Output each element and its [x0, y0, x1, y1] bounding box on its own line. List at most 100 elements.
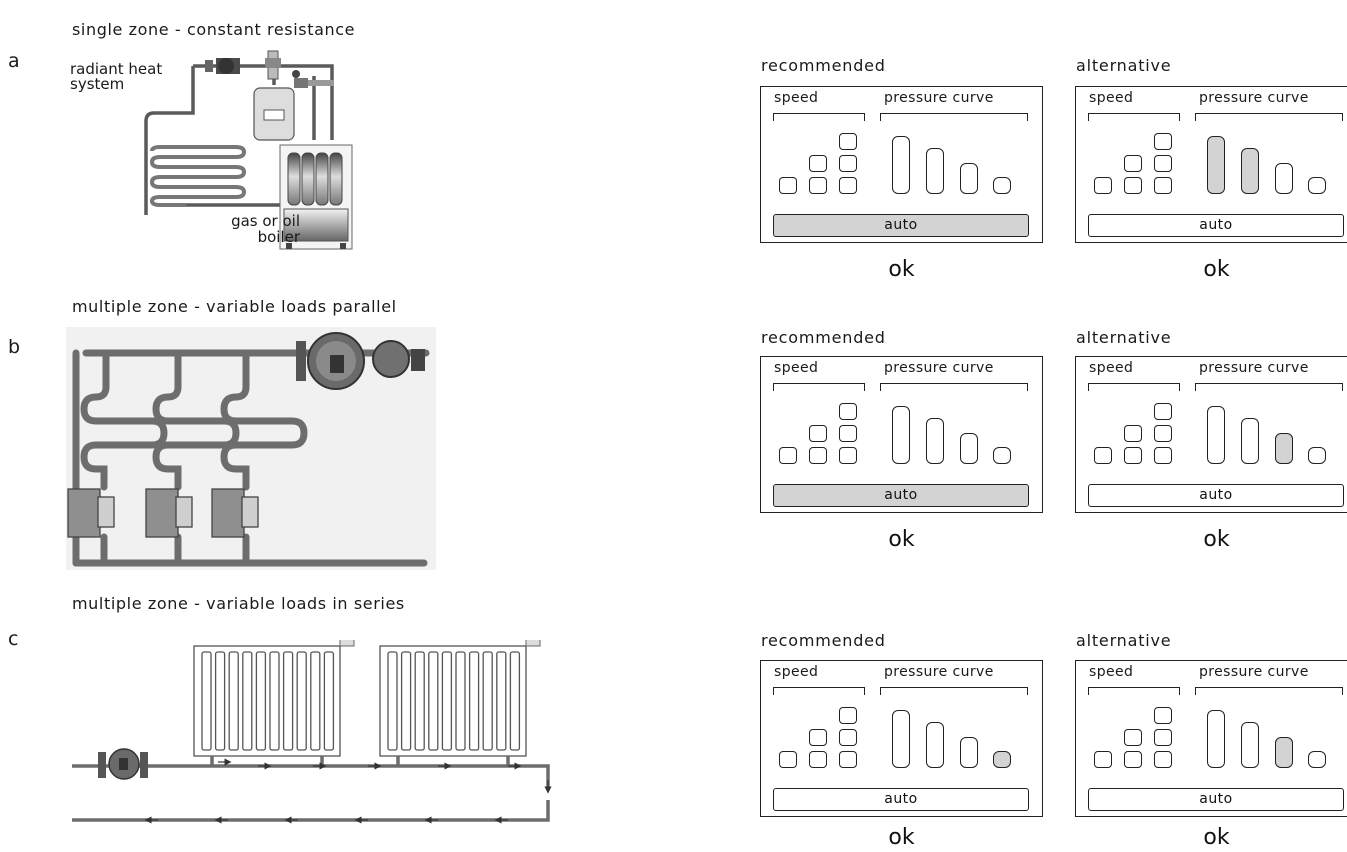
speed-indicator — [839, 447, 857, 464]
auto-mode-indicator: auto — [773, 788, 1029, 811]
row-a-alternative-heading: alternative — [1076, 56, 1172, 75]
radiator-fin — [323, 651, 335, 751]
speed-indicator — [1154, 751, 1172, 768]
pressure-curve-indicator — [1207, 136, 1225, 194]
pressure-curve-indicator — [1308, 177, 1326, 194]
speed-indicator — [1124, 155, 1142, 172]
speed-indicator — [1154, 155, 1172, 172]
speed-bracket — [773, 383, 865, 391]
radiator-fin — [269, 651, 280, 751]
ok-label: ok — [888, 825, 915, 850]
speed-bracket — [1088, 383, 1180, 391]
radiator-fin — [400, 651, 412, 751]
pressure-curve-indicator — [892, 406, 910, 464]
expansion-tank-icon — [253, 87, 295, 141]
parallel-zone-diagram — [66, 327, 436, 570]
auto-mode-indicator: auto — [1088, 214, 1344, 237]
pressure-curve-indicator — [1241, 148, 1259, 194]
pressure-curve-indicator — [926, 148, 944, 194]
speed-indicator — [809, 155, 827, 172]
row-c-title: multiple zone - variable loads in series — [72, 594, 405, 613]
row-c-letter: c — [8, 628, 19, 650]
speed-indicator — [839, 707, 857, 724]
speed-label: speed — [774, 360, 819, 376]
speed-indicator — [1154, 729, 1172, 746]
radiator-fin — [455, 651, 466, 751]
pressure-curve-indicator — [1275, 433, 1293, 464]
radiator-fin — [441, 651, 453, 751]
radiant-system-label: radiant heat system — [70, 60, 163, 93]
pressure-curve-indicator — [926, 418, 944, 464]
pressure-curve-indicator — [892, 136, 910, 194]
pressure-curve-label: pressure curve — [1199, 664, 1309, 680]
radiator-fin — [482, 651, 493, 751]
row-b-letter: b — [8, 336, 21, 358]
row-b-title: multiple zone - variable loads parallel — [72, 297, 397, 316]
speed-indicator — [1154, 177, 1172, 194]
speed-label: speed — [1089, 360, 1134, 376]
speed-indicator — [1094, 177, 1112, 194]
pressure-curve-bracket — [1195, 687, 1343, 695]
pressure-curve-indicator — [1207, 710, 1225, 768]
speed-indicator — [839, 403, 857, 420]
pressure-curve-indicator — [993, 177, 1011, 194]
pressure-curve-bracket — [880, 687, 1028, 695]
radiator-fin — [414, 651, 425, 751]
single-zone-diagram — [144, 50, 353, 250]
speed-indicator — [779, 751, 797, 768]
ok-label: ok — [1203, 825, 1230, 850]
pressure-curve-indicator — [1275, 737, 1293, 768]
radiator-fin — [228, 651, 239, 751]
speed-label: speed — [1089, 664, 1134, 680]
speed-indicator — [1124, 177, 1142, 194]
radiator-fin — [296, 651, 307, 751]
speed-indicator — [839, 425, 857, 442]
speed-indicator — [779, 447, 797, 464]
speed-indicator — [1124, 425, 1142, 442]
row-c-alternative-heading: alternative — [1076, 631, 1172, 650]
speed-indicator — [839, 177, 857, 194]
speed-indicator — [1154, 425, 1172, 442]
pump-icon — [296, 332, 425, 390]
speed-indicator — [809, 729, 827, 746]
speed-indicator — [809, 447, 827, 464]
pressure-curve-indicator — [960, 737, 978, 768]
row-b-alternative-heading: alternative — [1076, 328, 1172, 347]
auto-mode-indicator: auto — [1088, 484, 1344, 507]
speed-indicator — [1124, 751, 1142, 768]
radiator-fin — [282, 651, 294, 751]
speed-indicator — [809, 425, 827, 442]
speed-indicator — [1154, 447, 1172, 464]
speed-bracket — [773, 687, 865, 695]
pressure-curve-indicator — [1308, 447, 1326, 464]
row-c-recommended-heading: recommended — [761, 631, 886, 650]
speed-label: speed — [774, 664, 819, 680]
auto-mode-indicator: auto — [773, 214, 1029, 237]
row-a-letter: a — [8, 50, 20, 72]
speed-indicator — [779, 177, 797, 194]
pressure-curve-indicator — [926, 722, 944, 768]
pressure-curve-indicator — [1275, 163, 1293, 194]
speed-label: speed — [774, 90, 819, 106]
pressure-curve-label: pressure curve — [884, 360, 994, 376]
radiator-fin — [428, 651, 439, 751]
boiler-icon — [279, 144, 353, 250]
radiator-fin — [496, 651, 507, 751]
air-separator-icon — [265, 50, 281, 80]
speed-indicator — [1154, 707, 1172, 724]
pressure-curve-bracket — [880, 113, 1028, 121]
boiler-label: gas or oil boiler — [231, 212, 300, 246]
auto-mode-indicator: auto — [773, 484, 1029, 507]
ok-label: ok — [888, 257, 915, 282]
speed-indicator — [1124, 729, 1142, 746]
speed-indicator — [809, 751, 827, 768]
speed-indicator — [1094, 447, 1112, 464]
pressure-curve-indicator — [1241, 722, 1259, 768]
pressure-curve-indicator — [993, 751, 1011, 768]
pressure-curve-indicator — [960, 433, 978, 464]
speed-indicator — [839, 751, 857, 768]
row-a-title: single zone - constant resistance — [72, 20, 356, 39]
